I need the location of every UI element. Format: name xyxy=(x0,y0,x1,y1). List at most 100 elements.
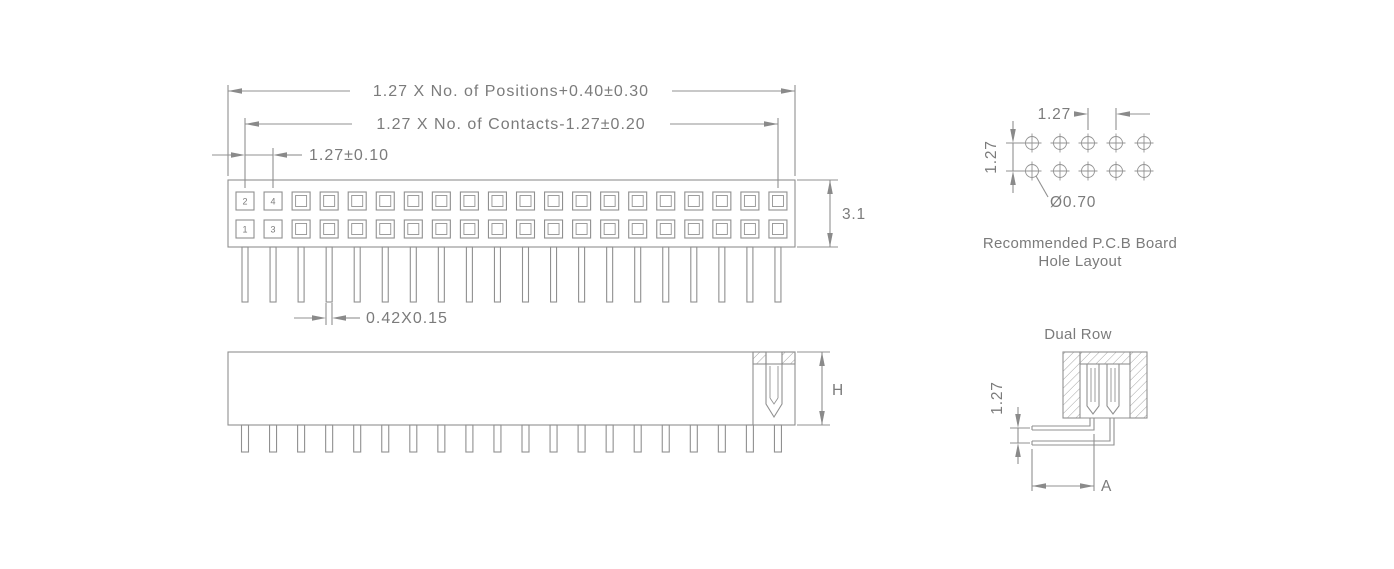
contact-pad-inner xyxy=(715,195,728,207)
dim-overall-text: 1.27 X No. of Positions+0.40±0.30 xyxy=(373,83,649,100)
contact-pad xyxy=(431,219,451,239)
contact-pad xyxy=(600,191,620,211)
pin xyxy=(606,246,614,303)
pin-number-bottom-first: 1 xyxy=(242,225,247,235)
contact-clip-detail xyxy=(765,352,783,419)
latch-hatch-right xyxy=(781,351,796,365)
pcb-hole-layout: 1.27 1.27 Ø0.70 Recommended P.C.B Board … xyxy=(983,106,1177,270)
pin xyxy=(746,246,754,303)
pin xyxy=(409,424,418,453)
dim-row-pitch: 1.27 xyxy=(989,381,1030,464)
pin xyxy=(661,424,670,453)
pin xyxy=(437,246,445,303)
pin xyxy=(717,424,726,453)
pin xyxy=(381,424,390,453)
contact-pad xyxy=(628,219,648,239)
front-view: 2 4 1 3 1.27 X No. of Positions+0.40±0.3… xyxy=(212,83,866,327)
contact-pad-inner xyxy=(463,223,476,235)
contact-pad-inner xyxy=(295,223,308,235)
contact-pad-inner xyxy=(435,195,448,207)
pin xyxy=(409,246,417,303)
contact-pad xyxy=(375,191,395,211)
contact-pad-inner xyxy=(379,223,392,235)
contact-pad-inner xyxy=(687,223,700,235)
contact-pad-inner xyxy=(547,195,560,207)
dim-a: A xyxy=(1031,434,1111,495)
pin xyxy=(690,246,698,303)
contact-pad xyxy=(291,191,311,211)
pin xyxy=(241,246,249,303)
contact-pad-inner xyxy=(519,223,532,235)
pin xyxy=(549,424,558,453)
contact-grid xyxy=(235,191,788,239)
contact-pad xyxy=(319,219,339,239)
contact-pad-inner xyxy=(743,223,756,235)
pin xyxy=(325,246,333,303)
contact-pad-inner xyxy=(519,195,532,207)
pin-number-top-second: 4 xyxy=(270,197,275,207)
pin xyxy=(381,246,389,303)
contact-pad xyxy=(712,191,732,211)
contact-pad xyxy=(656,191,676,211)
contact-pad-inner xyxy=(491,195,504,207)
contact-pad-inner xyxy=(351,195,364,207)
contact-pad-inner xyxy=(295,195,308,207)
contact-pad-inner xyxy=(603,223,616,235)
contact-pad xyxy=(600,219,620,239)
contact-pad xyxy=(768,191,788,211)
side-view: H xyxy=(227,351,843,453)
dual-row-title: Dual Row xyxy=(1044,326,1111,343)
contact-pad-inner xyxy=(772,195,784,207)
pin xyxy=(521,246,530,303)
hole-grid xyxy=(1022,133,1154,181)
pin xyxy=(773,424,783,453)
pin xyxy=(465,424,474,453)
dim-pcb-horizontal-pitch: 1.27 xyxy=(1038,106,1150,130)
connector-body-side xyxy=(227,351,796,426)
contact-pad-inner xyxy=(715,223,728,235)
pin xyxy=(633,424,642,453)
contact-pad-inner xyxy=(351,223,364,235)
contact-pad-inner xyxy=(631,223,644,235)
contact-pad-inner xyxy=(631,195,644,207)
contact-pad xyxy=(740,219,760,239)
pin xyxy=(325,424,334,453)
contact-pad-inner xyxy=(407,223,420,235)
contact-pad-inner xyxy=(687,195,700,207)
contact-pad-inner xyxy=(547,223,560,235)
contact-pad xyxy=(712,219,732,239)
contact-pad xyxy=(263,191,283,211)
pin xyxy=(268,424,278,453)
contact-pad-inner xyxy=(659,223,672,235)
contact-pad xyxy=(319,191,339,211)
contact-pad-inner xyxy=(463,195,476,207)
contact-pad xyxy=(263,219,283,239)
contact-pad xyxy=(572,219,592,239)
contact-pad-inner xyxy=(575,223,588,235)
side-pins xyxy=(240,424,783,453)
pin xyxy=(465,246,473,303)
pin xyxy=(521,424,530,453)
contact-pad xyxy=(235,219,255,239)
dim-contacts-span: 1.27 X No. of Contacts-1.27±0.20 xyxy=(244,116,779,188)
dim-body-height-text: 3.1 xyxy=(842,206,866,223)
solder-tails xyxy=(1031,418,1115,446)
pin xyxy=(718,246,726,303)
contact-pad-inner xyxy=(379,195,392,207)
contact-pad-inner xyxy=(772,223,784,235)
housing-section xyxy=(1062,351,1148,419)
contact-pad-inner xyxy=(323,195,336,207)
contact-pad xyxy=(543,191,564,211)
contact-pad xyxy=(403,219,423,239)
pin xyxy=(578,246,586,303)
pin xyxy=(269,246,277,303)
dim-pcb-hpitch-text: 1.27 xyxy=(1038,106,1071,123)
pin xyxy=(437,424,446,453)
contact-pad xyxy=(487,219,508,239)
latch-hatch-left xyxy=(752,351,767,365)
dim-pin-size: 0.42X0.15 xyxy=(294,303,447,327)
pin xyxy=(605,424,614,453)
contact-pad xyxy=(347,219,367,239)
